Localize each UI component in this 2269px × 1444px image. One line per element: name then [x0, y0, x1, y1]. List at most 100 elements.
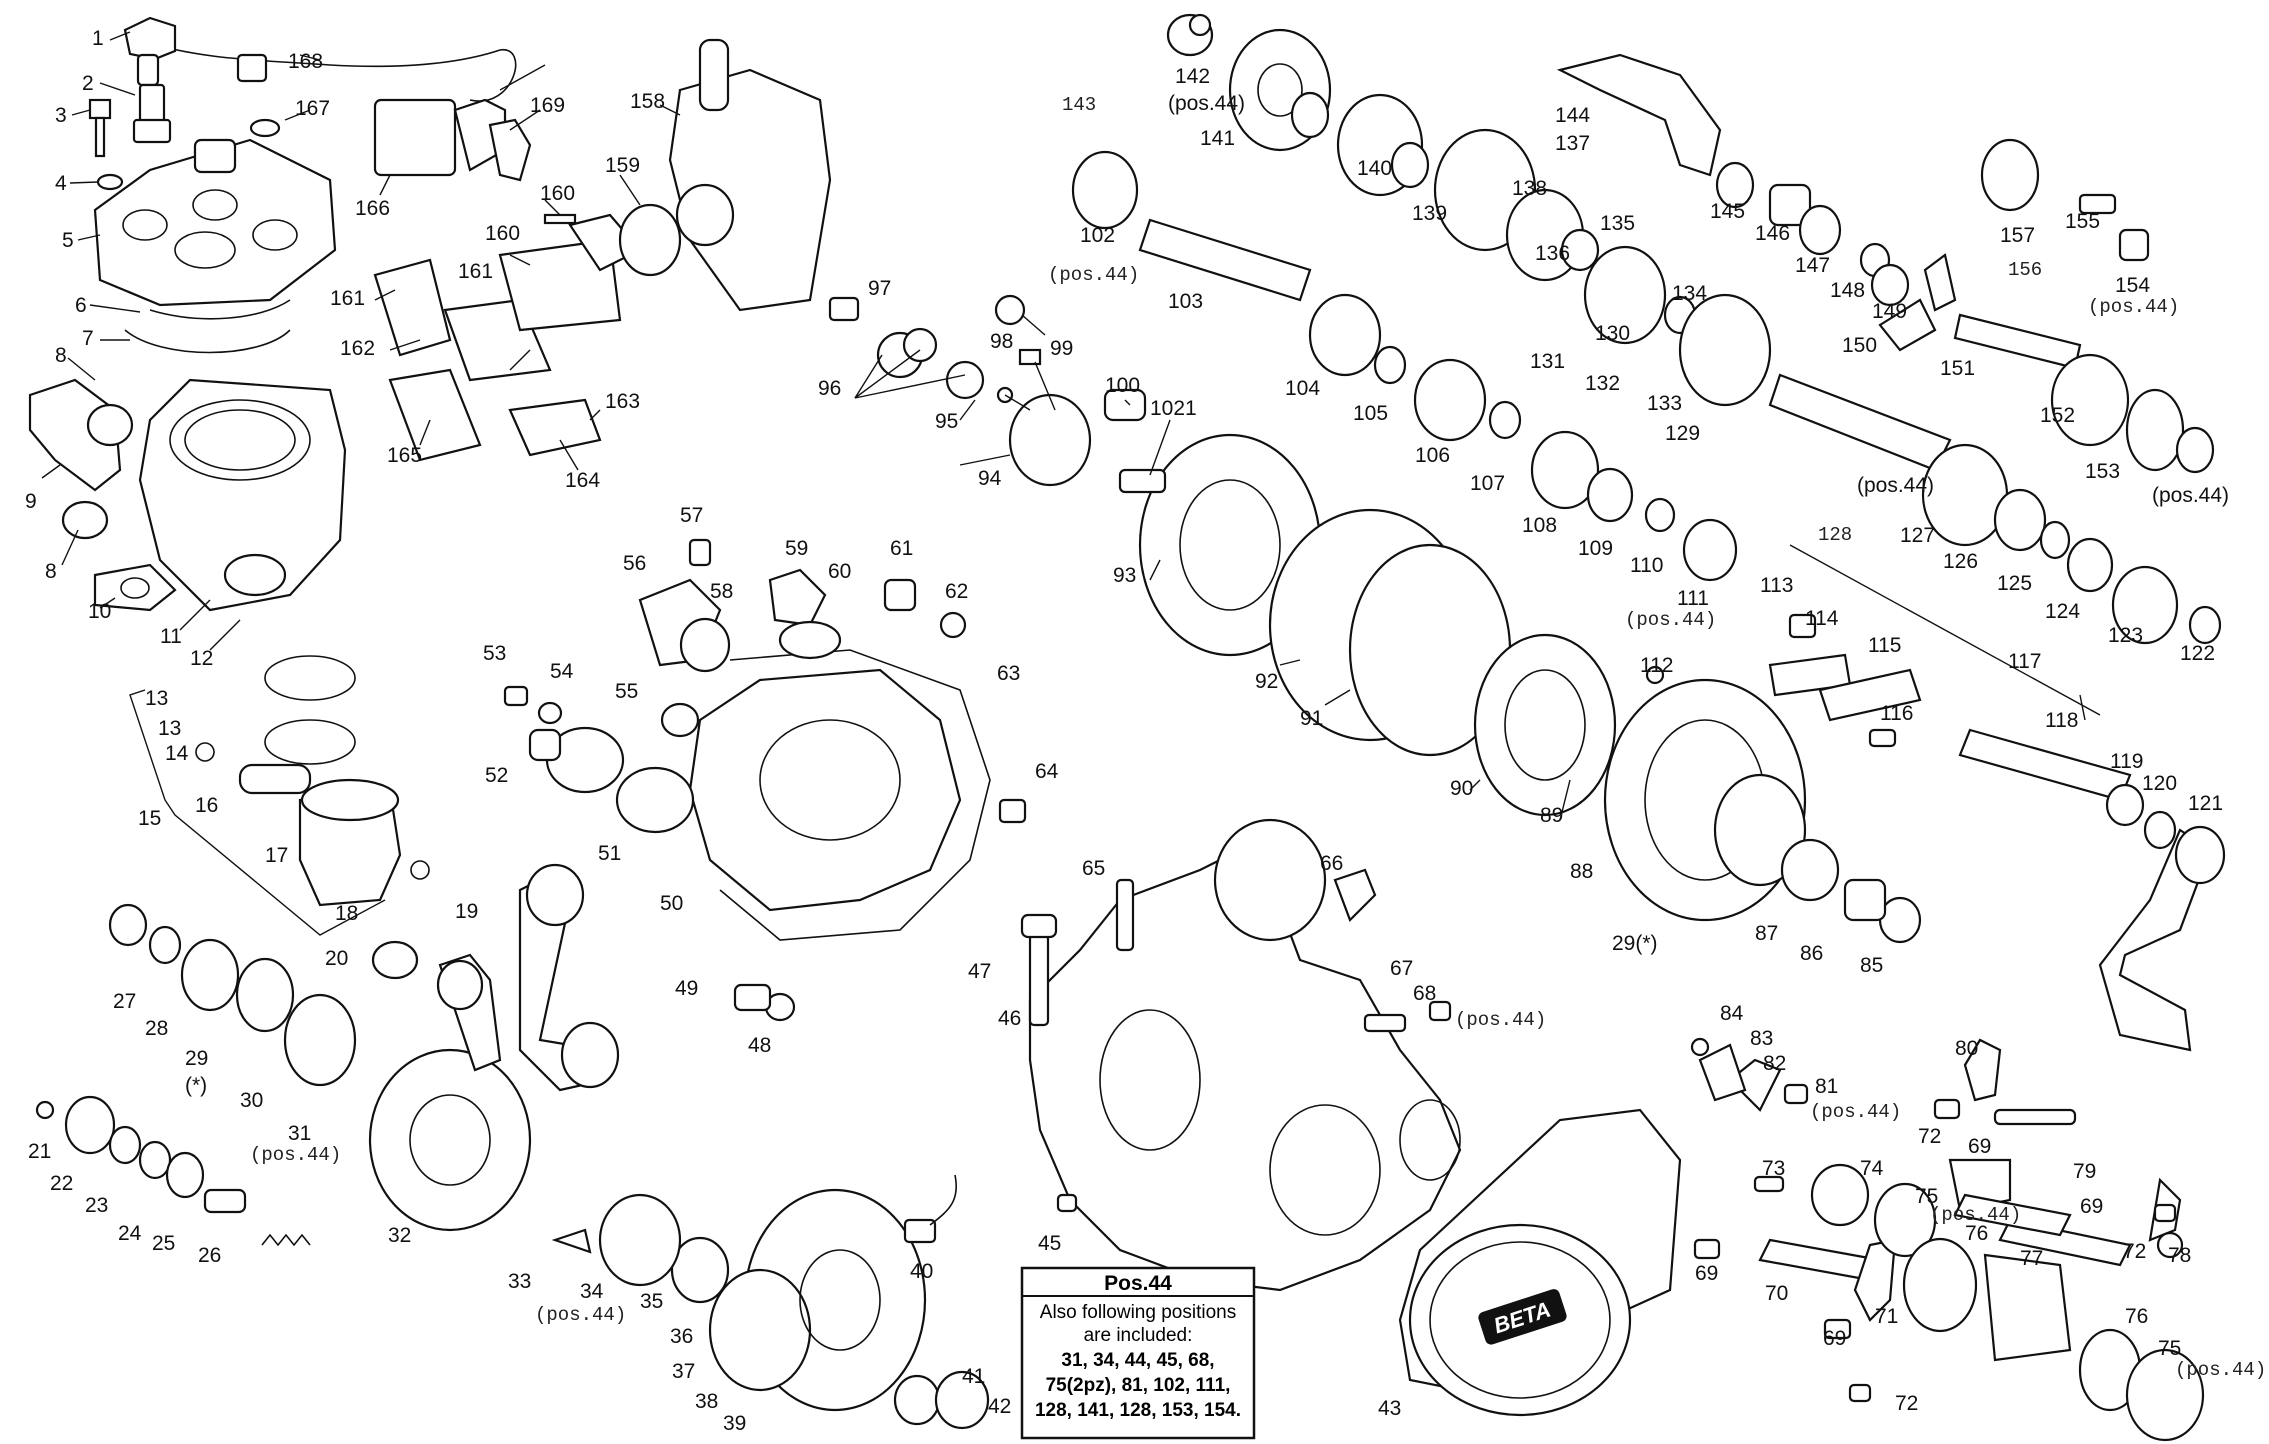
part-label: 148 — [1830, 279, 1865, 302]
part-label: 75 — [2158, 1337, 2181, 1360]
part-label: 8 — [45, 560, 57, 583]
part-label: 89 — [1540, 804, 1563, 827]
part-label: 1 — [92, 27, 104, 50]
part-label: 116 — [1880, 702, 1913, 725]
part-label: 159 — [605, 154, 640, 177]
part-label: 46 — [998, 1007, 1021, 1030]
part-label: 160 — [540, 182, 575, 205]
part-label: 5 — [62, 229, 74, 252]
part-label: 154 — [2115, 274, 2150, 297]
part-label: 102 — [1080, 224, 1115, 247]
part-label: 115 — [1868, 634, 1901, 657]
part-label: 151 — [1940, 357, 1975, 380]
part-label: 118 — [2045, 709, 2078, 732]
part-label: 105 — [1353, 402, 1388, 425]
part-label: 72 — [1918, 1125, 1941, 1148]
part-label: 42 — [988, 1395, 1011, 1418]
part-label: 72 — [1895, 1392, 1918, 1415]
part-label: 34 — [580, 1280, 604, 1303]
part-label: 129 — [1665, 422, 1700, 445]
part-label: 169 — [530, 94, 565, 117]
group-brackets — [129, 349, 2101, 936]
part-label: 67 — [1390, 957, 1413, 980]
part-label: 52 — [485, 764, 508, 787]
part-label: 20 — [325, 947, 348, 970]
pos44-label: (pos.44) — [250, 1144, 341, 1166]
part-label: 134 — [1672, 282, 1707, 305]
part-label: 59 — [785, 537, 808, 560]
part-label: 6 — [75, 294, 87, 317]
part-label: 73 — [1762, 1157, 1785, 1180]
part-label: 147 — [1795, 254, 1830, 277]
part-label: 51 — [598, 842, 621, 865]
part-label: 155 — [2065, 210, 2100, 233]
part-label: 137 — [1555, 132, 1590, 155]
part-label: 76 — [1965, 1222, 1988, 1245]
part-label: 16 — [195, 794, 218, 817]
part-label: 139 — [1412, 202, 1447, 225]
part-label: 117 — [2008, 650, 2041, 673]
part-label: 15 — [138, 807, 161, 830]
part-label: 83 — [1750, 1027, 1773, 1050]
part-label: 100 — [1105, 374, 1140, 397]
part-label: 27 — [113, 990, 136, 1013]
part-label: (*) — [185, 1074, 207, 1097]
part-label: 126 — [1943, 550, 1978, 573]
part-label: 29 — [185, 1047, 208, 1070]
part-label: 9 — [25, 490, 37, 513]
part-label: 57 — [680, 504, 703, 527]
part-label: 70 — [1765, 1282, 1788, 1305]
part-label: 63 — [997, 662, 1020, 685]
part-label: 140 — [1357, 157, 1392, 180]
part-label: 30 — [240, 1089, 263, 1112]
part-label: 123 — [2108, 624, 2143, 647]
part-label: 96 — [818, 377, 841, 400]
part-label: 8 — [55, 344, 67, 367]
part-label: 69 — [1823, 1327, 1846, 1350]
pos44-label: (pos.44) — [1930, 1204, 2021, 1226]
part-label: (pos.44) — [1857, 474, 1934, 497]
part-label: 37 — [672, 1360, 695, 1383]
part-label: 84 — [1720, 1002, 1744, 1025]
part-label: 82 — [1763, 1052, 1786, 1075]
part-label: 69 — [2080, 1195, 2103, 1218]
part-label: 125 — [1997, 572, 2032, 595]
part-label: 47 — [968, 960, 991, 983]
part-label: 107 — [1470, 472, 1505, 495]
part-label: 138 — [1512, 177, 1547, 200]
part-label: 33 — [508, 1270, 531, 1293]
part-label: 39 — [723, 1412, 746, 1435]
part-label: 152 — [2040, 404, 2075, 427]
note-line: are included: — [1084, 1325, 1193, 1346]
part-label: 1021 — [1150, 397, 1197, 420]
part-label: 2 — [82, 72, 94, 95]
part-label: 112 — [1640, 654, 1673, 677]
pos44-label: (pos.44) — [535, 1304, 626, 1326]
part-label: 161 — [458, 260, 493, 283]
part-label: 87 — [1755, 922, 1778, 945]
part-label: 163 — [605, 390, 640, 413]
part-label: 94 — [978, 467, 1002, 490]
pos44-label: (pos.44) — [2088, 296, 2179, 318]
pos44-label: (pos.44) — [2175, 1359, 2266, 1381]
part-label: 93 — [1113, 564, 1136, 587]
part-label: 92 — [1255, 670, 1278, 693]
note-bold-line: 75(2pz), 81, 102, 111, — [1046, 1375, 1231, 1396]
part-label: 13 — [145, 687, 168, 710]
part-label: 90 — [1450, 777, 1473, 800]
part-label: 130 — [1595, 322, 1630, 345]
part-label: 58 — [710, 580, 733, 603]
part-label: 40 — [910, 1260, 933, 1283]
part-label: 60 — [828, 560, 851, 583]
part-label: 64 — [1035, 760, 1059, 783]
part-label: 121 — [2188, 792, 2223, 815]
part-label: 32 — [388, 1224, 411, 1247]
part-label: 162 — [340, 337, 375, 360]
part-label: 131 — [1530, 350, 1565, 373]
part-label: 26 — [198, 1244, 221, 1267]
part-label: 69 — [1695, 1262, 1718, 1285]
part-label: 80 — [1955, 1037, 1978, 1060]
part-label: 12 — [190, 647, 213, 670]
part-label: 13 — [158, 717, 181, 740]
part-label: 35 — [640, 1290, 663, 1313]
